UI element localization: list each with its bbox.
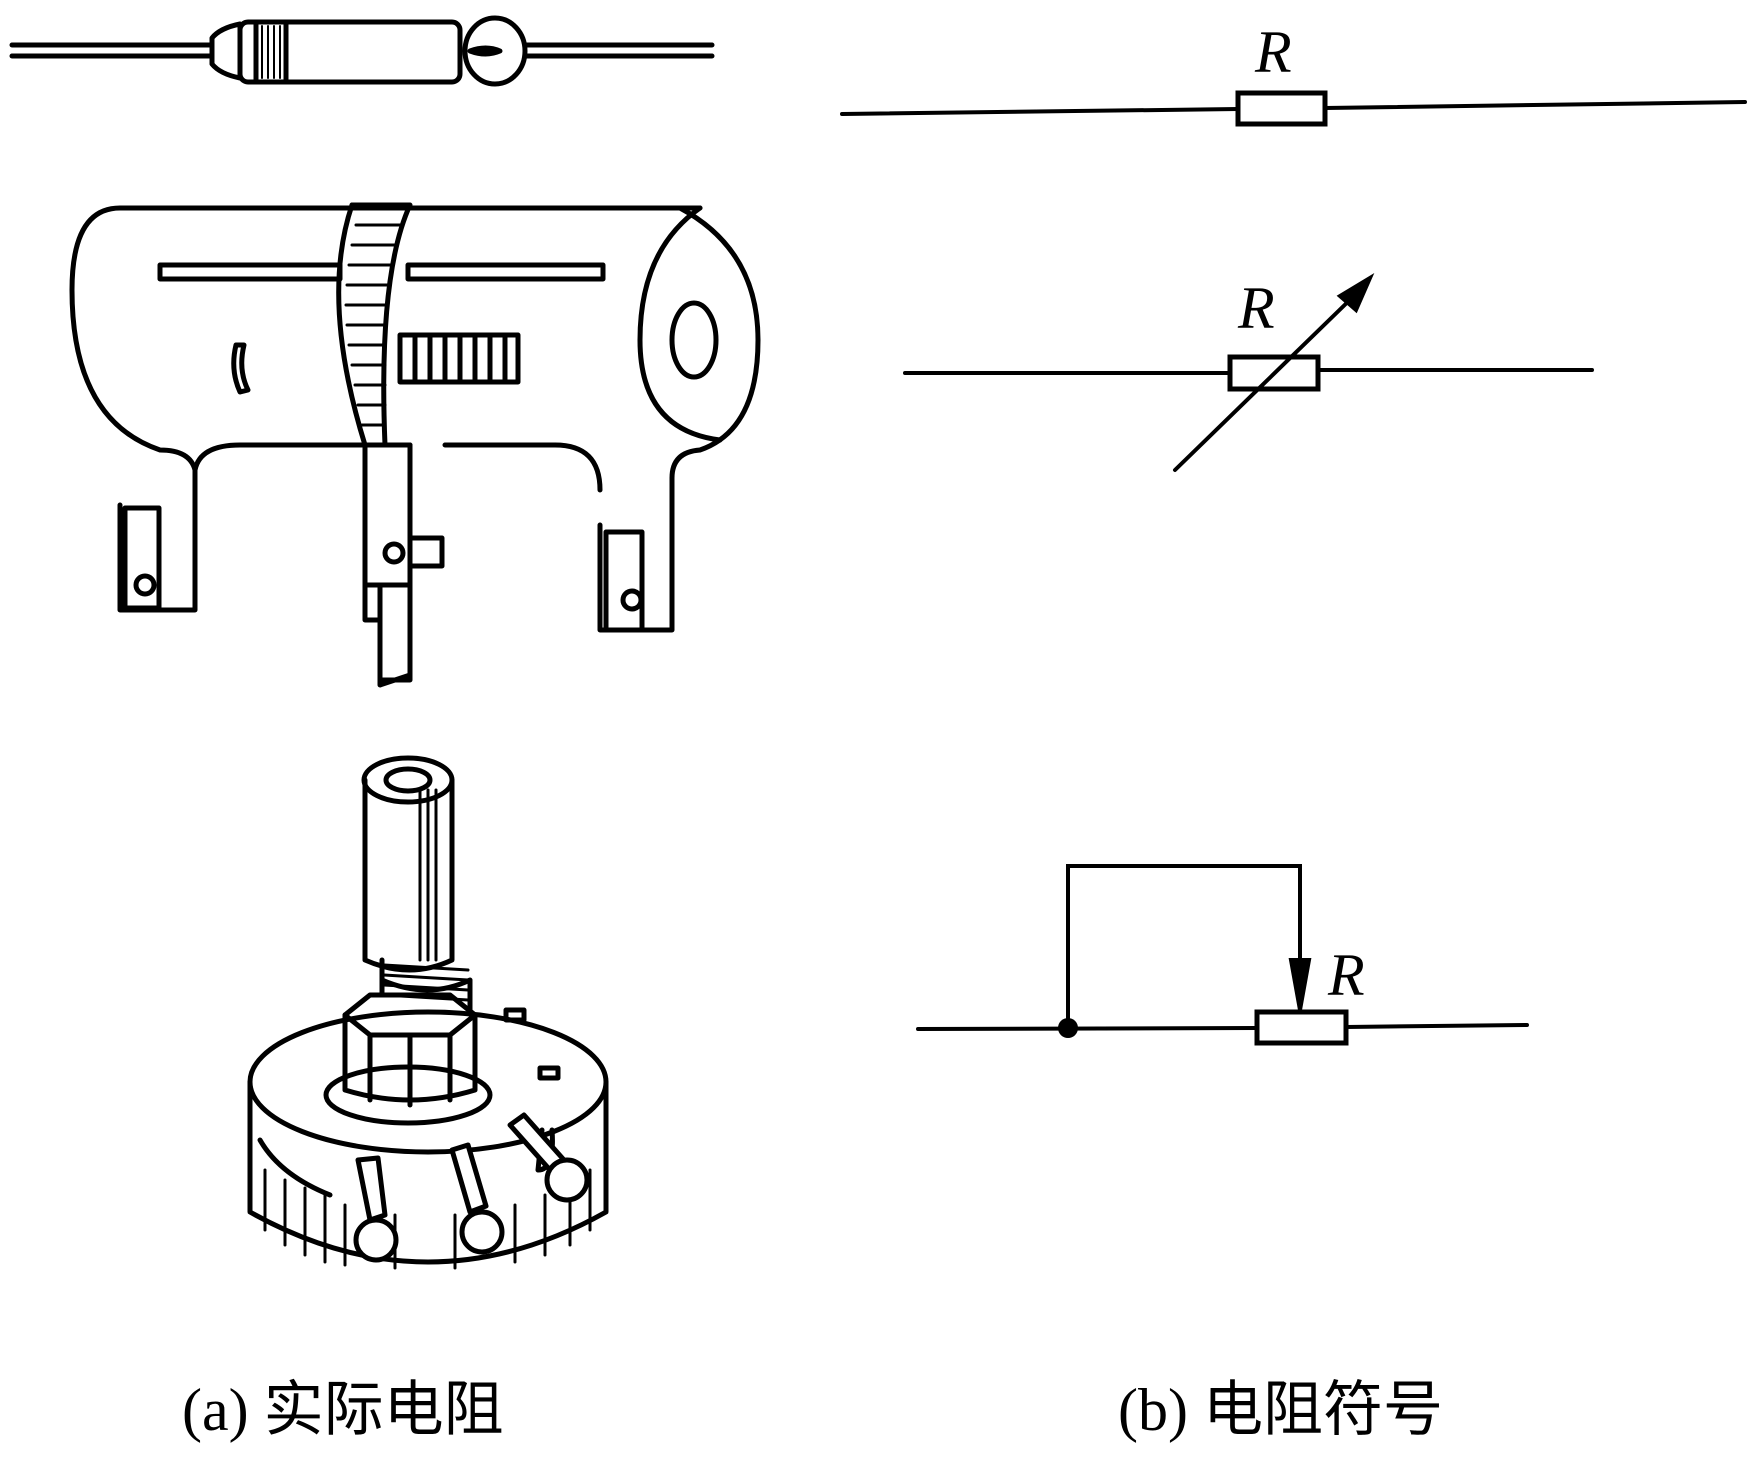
axial-resistor-drawing — [9, 15, 715, 87]
variable-resistor-symbol — [903, 273, 1594, 472]
fixed-resistor-symbol — [840, 90, 1747, 127]
fixed-resistor-label: R — [1254, 19, 1292, 85]
slide-rheostat-drawing — [69, 202, 761, 688]
potentiometer-label: R — [1327, 942, 1365, 1008]
potentiometer-drawing — [247, 755, 609, 1270]
potentiometer-symbol — [916, 864, 1529, 1046]
variable-resistor-label: R — [1237, 275, 1275, 341]
caption-resistor-symbols: (b) 电阻符号 — [1118, 1377, 1443, 1443]
caption-actual-resistors: (a) 实际电阻 — [182, 1377, 504, 1443]
